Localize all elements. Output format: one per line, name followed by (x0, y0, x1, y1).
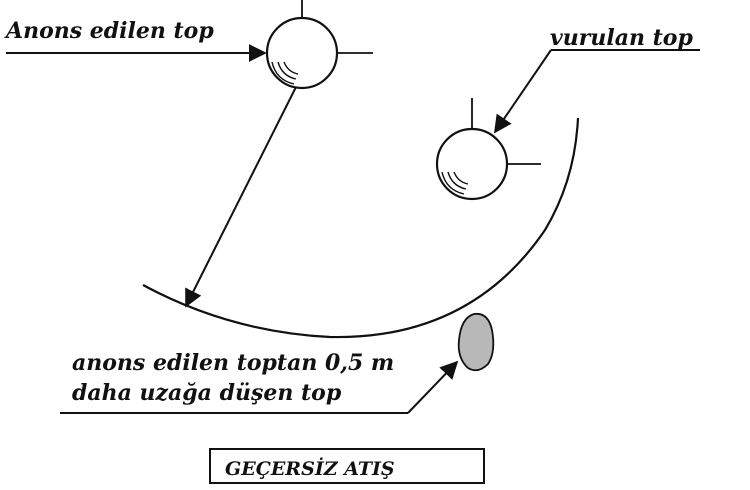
far-ball-label-line-1: anons edilen toptan 0,5 m (72, 350, 395, 376)
hit-ball (435, 98, 541, 201)
boundary-arc (142, 117, 580, 339)
announced-ball-label: Anons edilen top (6, 18, 214, 44)
verdict-text: GEÇERSİZ ATIŞ (225, 458, 395, 480)
trajectory-arrow (185, 86, 297, 308)
announced-ball (265, 0, 373, 90)
verdict-box: GEÇERSİZ ATIŞ (209, 448, 485, 484)
far-arrow (407, 360, 459, 414)
far-ball-label-line-2: daha uzağa düşen top (72, 380, 342, 406)
landed-ball (457, 312, 495, 372)
hit-ball-label: vurulan top (550, 25, 693, 51)
hit-arrow (493, 49, 552, 134)
